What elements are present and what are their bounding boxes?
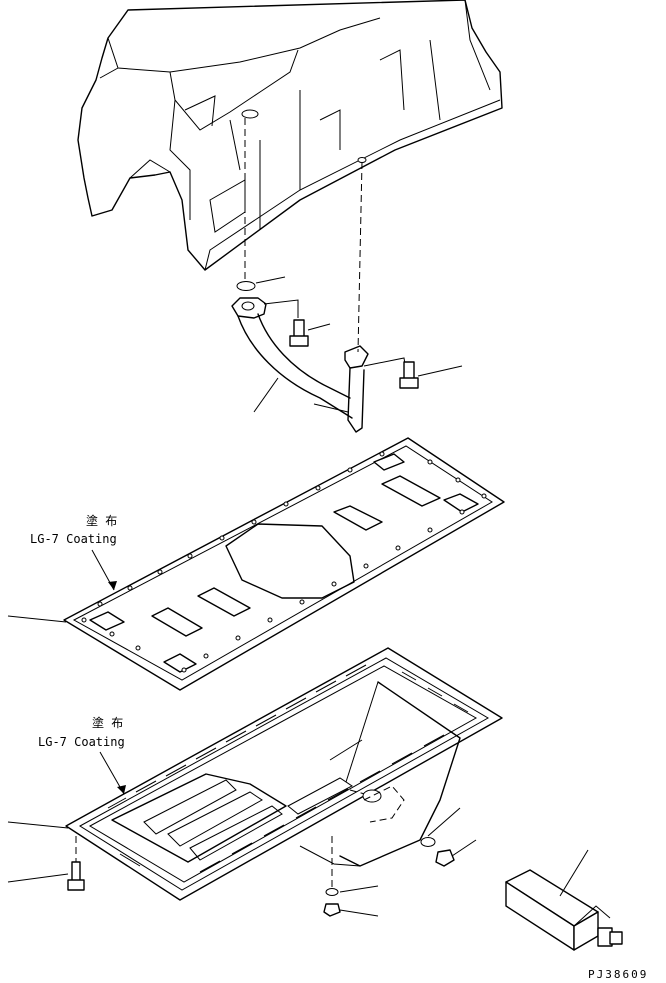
note-gasket-coating: 塗 布 LG-7 Coating <box>30 513 117 591</box>
note-oil-pan-coating: 塗 布 LG-7 Coating <box>38 715 126 795</box>
oil-pan-flange-slots <box>107 664 469 873</box>
oil-pan-fasteners <box>7 807 477 917</box>
drain-tool <box>505 849 623 951</box>
note-gasket-jp: 塗 布 <box>86 513 117 528</box>
assembly-lines <box>244 118 373 797</box>
note-gasket-en: LG-7 Coating <box>30 532 117 546</box>
gasket-bolt-holes <box>81 451 487 673</box>
engine-block <box>77 0 503 271</box>
gasket-plate <box>7 437 505 691</box>
oil-pan <box>7 647 503 901</box>
note-oil-pan-jp: 塗 布 <box>92 715 123 730</box>
oil-strainer-pipe <box>231 276 463 433</box>
drawing-code: PJ38609 <box>588 968 648 981</box>
note-oil-pan-en: LG-7 Coating <box>38 735 125 749</box>
